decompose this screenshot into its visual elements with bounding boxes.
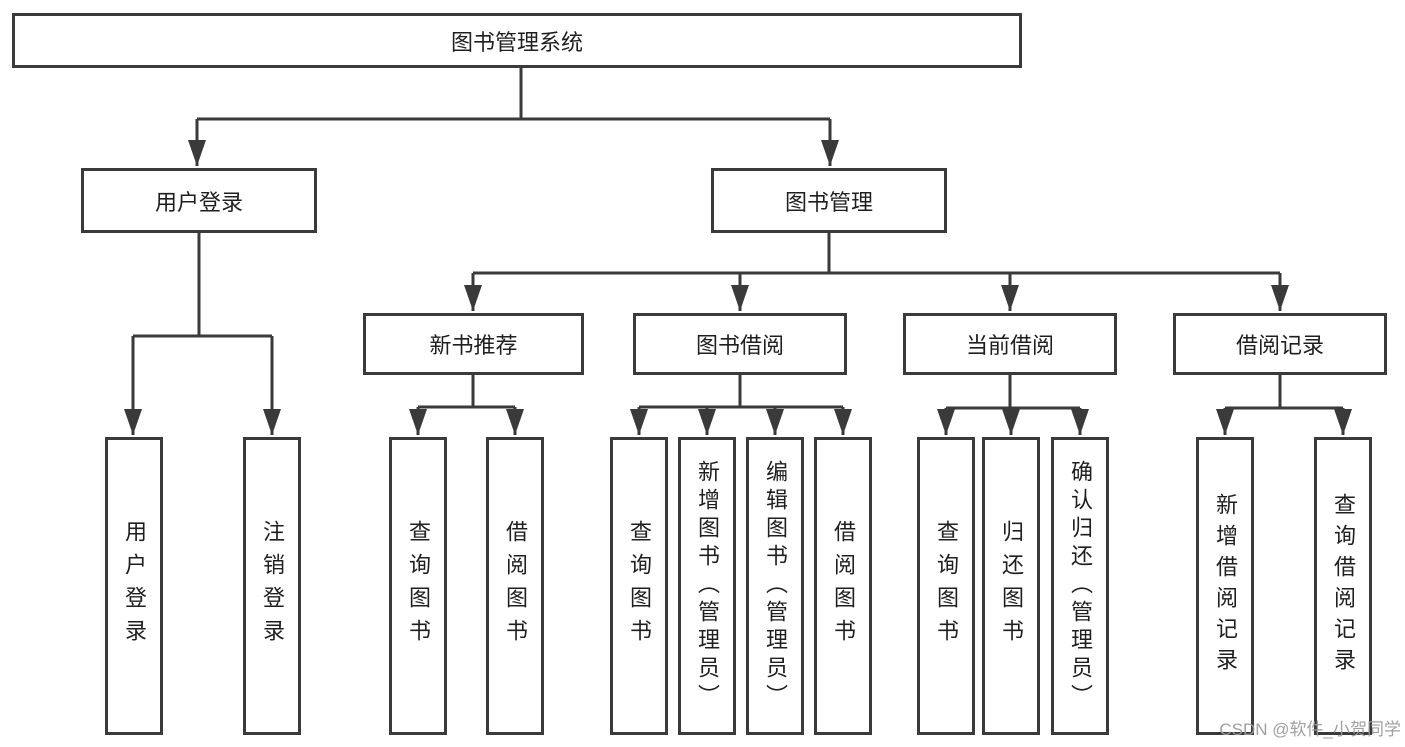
user-login-branch [124,233,281,435]
leaf-label: 新增借阅记录 [1213,493,1238,679]
leaf-query-borrow-record: 查询借阅记录 [1314,437,1372,735]
leaf-label: 查询借阅记录 [1331,493,1356,679]
leaf-label: 用户登录 [122,520,147,652]
book-borrow-branch [630,375,852,435]
leaf-edit-book-admin: 编辑图书（管理员） [746,437,804,735]
new-books-branch [409,375,524,435]
node-book-management: 图书管理 [711,168,947,233]
leaf-label: 查询图书 [406,520,431,652]
leaf-label: 查询图书 [627,520,652,652]
node-current-borrow: 当前借阅 [903,313,1117,375]
node-label: 图书借阅 [695,333,784,358]
leaf-return-books: 归还图书 [982,437,1040,735]
leaf-label: 新增图书（管理员） [695,460,720,712]
leaf-user-login: 用户登录 [105,437,163,735]
node-label: 用户登录 [154,189,243,215]
current-borrow-branch [937,375,1089,435]
leaf-query-books-current: 查询图书 [917,437,975,735]
leaf-borrow-books-recommend: 借阅图书 [486,437,544,735]
leaf-label: 查询图书 [934,520,959,652]
leaf-label: 归还图书 [999,520,1024,652]
node-borrow-records: 借阅记录 [1173,313,1387,375]
node-label: 图书管理 [784,189,873,215]
leaf-borrow-books: 借阅图书 [814,437,872,735]
leaf-label: 借阅图书 [503,520,528,652]
leaf-query-books-recommend: 查询图书 [389,437,447,735]
leaf-add-borrow-record: 新增借阅记录 [1196,437,1254,735]
leaf-query-books-borrow: 查询图书 [610,437,668,735]
leaf-label: 注销登录 [260,520,285,652]
root-branch [188,66,839,166]
node-user-login: 用户登录 [81,168,317,233]
leaf-add-book-admin: 新增图书（管理员） [678,437,736,735]
node-label: 图书管理系统 [450,29,583,55]
node-label: 借阅记录 [1235,333,1324,358]
node-label: 当前借阅 [965,333,1054,358]
book-management-branch [464,233,1289,311]
csdn-watermark: CSDN @软件_小贺同学 [1219,720,1401,739]
node-book-borrow: 图书借阅 [633,313,847,375]
leaf-label: 编辑图书（管理员） [763,460,788,712]
leaf-label: 确认归还（管理员） [1068,460,1093,712]
leaf-label: 借阅图书 [831,520,856,652]
node-label: 新书推荐 [429,333,518,358]
node-new-book-recommend: 新书推荐 [363,313,584,375]
node-library-management-system: 图书管理系统 [12,13,1022,68]
leaf-confirm-return-admin: 确认归还（管理员） [1051,437,1109,735]
leaf-logout: 注销登录 [243,437,301,735]
borrow-records-branch [1216,375,1352,435]
